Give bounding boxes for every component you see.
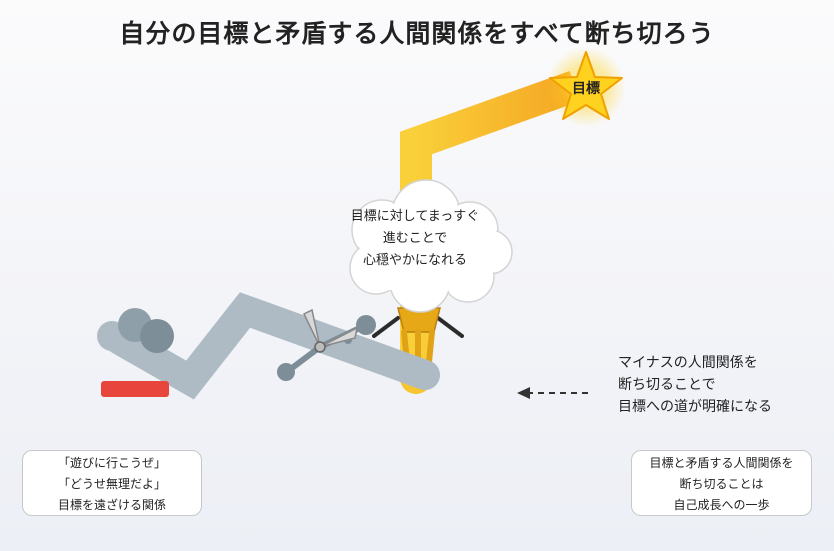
thought-bubble xyxy=(349,179,513,313)
bubble-line-2: 進むことで xyxy=(382,231,448,246)
scissors-icon xyxy=(277,308,376,381)
right-box-line-3: 自己成長への一歩 xyxy=(673,498,770,512)
dashed-arrow-icon xyxy=(517,387,588,399)
minus-note-line-3: 目標への道が明確になる xyxy=(618,399,772,415)
left-box-line-1: 「遊びに行こうぜ」 xyxy=(57,456,166,470)
star-icon xyxy=(546,47,626,127)
obstacle-balls xyxy=(97,308,174,353)
minus-note-line-1: マイナスの人間関係を xyxy=(618,355,758,371)
minus-note-line-2: 断ち切ることで xyxy=(618,377,716,393)
page-title: 自分の目標と矛盾する人間関係をすべて断ち切ろう xyxy=(119,19,715,48)
warning-bar xyxy=(101,381,169,397)
bubble-line-3: 心穏やかになれる xyxy=(362,253,467,268)
right-box-line-2: 断ち切ることは xyxy=(679,477,764,491)
negative-relationship-box: 「遊びに行こうぜ」 「どうせ無理だよ」 目標を遠ざける関係 xyxy=(22,450,202,516)
left-box-line-2: 「どうせ無理だよ」 xyxy=(57,477,166,491)
growth-note-box: 目標と矛盾する人間関係を 断ち切ることは 自己成長への一歩 xyxy=(631,450,812,516)
minus-relationship-note: マイナスの人間関係を 断ち切ることで 目標への道が明確になる xyxy=(618,352,772,418)
left-box-line-3: 目標を遠ざける関係 xyxy=(57,498,166,512)
goal-label: 目標 xyxy=(572,81,600,97)
bubble-text: 目標に対してまっすぐ 進むことで 心穏やかになれる xyxy=(340,206,490,272)
bubble-line-1: 目標に対してまっすぐ xyxy=(350,209,480,224)
right-box-line-1: 目標と矛盾する人間関係を xyxy=(649,456,794,470)
